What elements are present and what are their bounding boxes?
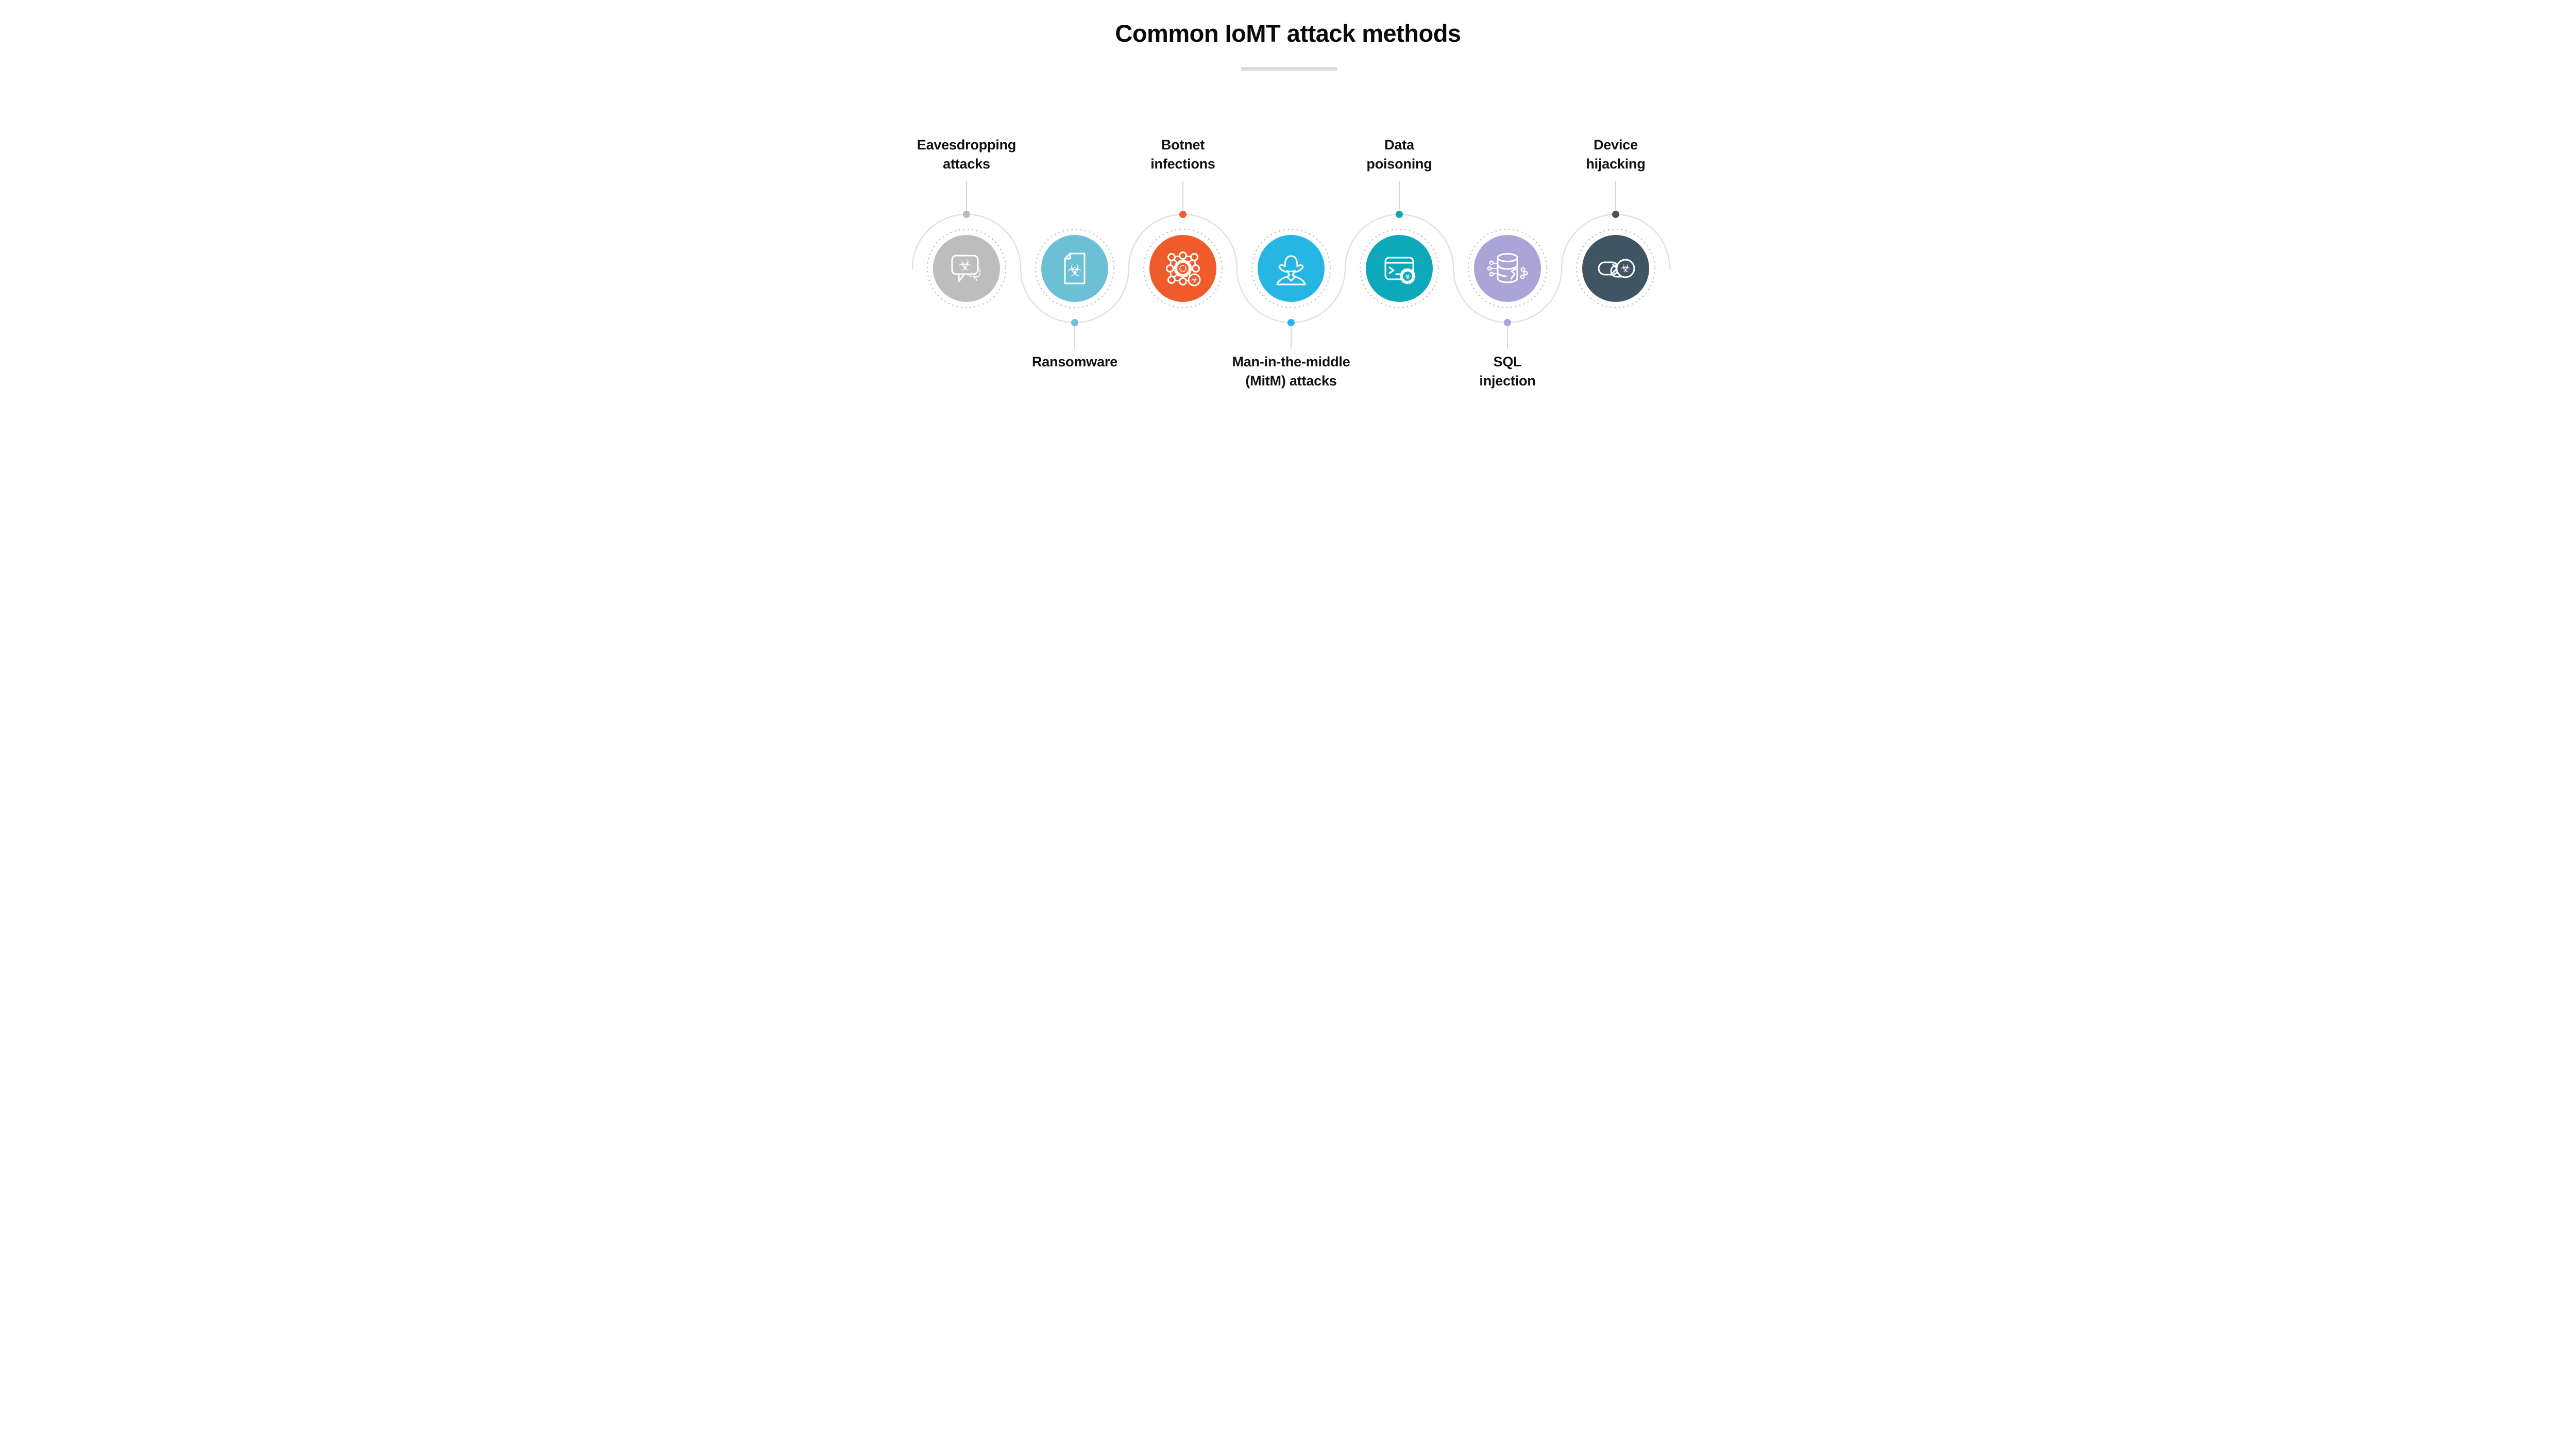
- timeline-dots: [963, 211, 1619, 326]
- label-line: Device: [1594, 137, 1638, 153]
- botnet-node: [1167, 276, 1176, 284]
- label-line: Botnet: [1161, 137, 1205, 153]
- terminal-prompt: [1388, 266, 1395, 274]
- label-line: Ransomware: [1031, 354, 1118, 369]
- timeline-dot: [1504, 319, 1511, 326]
- injection-dot: [1520, 274, 1525, 279]
- label-line: Man-in-the-middle: [1232, 354, 1350, 369]
- terminal-window: [1384, 257, 1414, 280]
- botnet-node: [1179, 277, 1187, 285]
- spy-hat-brim: [1278, 264, 1304, 273]
- gear-body: [1401, 270, 1414, 282]
- label-line: infections: [1150, 156, 1215, 172]
- database-body: [1497, 257, 1518, 283]
- botnet-node: [1166, 264, 1174, 273]
- label-line: Data: [1384, 137, 1414, 153]
- dotted-ring: [1035, 228, 1115, 309]
- label-line: injection: [1479, 373, 1536, 389]
- document-biohazard-icon: ☣: [1064, 252, 1086, 284]
- dotted-ring: [1467, 228, 1548, 309]
- speech-bubble-biohazard-icon: ☣: [951, 255, 980, 282]
- timeline-dot: [1071, 319, 1078, 326]
- label-botnet-infections: Botnet infections: [1095, 136, 1270, 174]
- injection-dots: [1487, 260, 1528, 279]
- injection-dot: [1489, 260, 1494, 265]
- gear-teeth: [1399, 268, 1416, 284]
- label-line: hijacking: [1586, 156, 1646, 172]
- injection-dot: [1523, 271, 1528, 276]
- botnet-network-icon: ☣: [1166, 251, 1201, 287]
- label-line: (MitM) attacks: [1245, 373, 1337, 389]
- database-injection-icon: [1487, 253, 1528, 283]
- injection-dot: [1489, 272, 1494, 277]
- biohazard-glyph: ☣: [1067, 260, 1082, 280]
- timeline-dot: [1287, 319, 1295, 326]
- page-title: Common IoMT attack methods: [1115, 20, 1461, 47]
- spy-collar: [1286, 271, 1296, 282]
- botnet-infected-node: [1188, 273, 1201, 287]
- botnet-gear-core: [1179, 265, 1187, 272]
- database-crack: [1510, 267, 1518, 280]
- item-circle-ransomware: [1041, 235, 1108, 302]
- terminal-biohazard-gear-icon: ☣: [1384, 257, 1416, 284]
- spy-hat-crown: [1284, 255, 1298, 267]
- document-outline: [1064, 252, 1086, 284]
- dotted-ring: [1251, 228, 1331, 309]
- timeline-dot: [963, 211, 970, 218]
- dotted-ring: [1575, 228, 1656, 309]
- item-circle-device-hijacking: [1582, 235, 1649, 302]
- timeline-dot: [1179, 211, 1187, 218]
- database-band-1: [1497, 264, 1518, 270]
- biohazard-glyph: ☣: [958, 257, 972, 275]
- biohazard-glyph: ☣: [1620, 262, 1631, 275]
- biohazard-badge: [1616, 259, 1635, 278]
- spy-icon: [1276, 255, 1306, 285]
- infographic-stage: Common IoMT attack methods: [884, 0, 1692, 454]
- speech-bubble-tail: [958, 273, 965, 282]
- botnet-node: [1192, 264, 1200, 273]
- injection-dot: [1520, 267, 1526, 272]
- label-line: Eavesdropping: [917, 137, 1016, 153]
- item-circle-data-poisoning: [1366, 235, 1433, 302]
- label-line: SQL: [1493, 354, 1522, 369]
- spy-shoulders: [1276, 276, 1306, 285]
- label-ransomware: Ransomware: [987, 352, 1162, 372]
- database-band-2: [1497, 271, 1507, 277]
- botnet-gear-teeth: [1174, 259, 1192, 278]
- label-data-poisoning: Data poisoning: [1312, 136, 1487, 174]
- botnet-node: [1167, 253, 1176, 261]
- botnet-node: [1179, 251, 1187, 260]
- botnet-node: [1190, 253, 1198, 261]
- dotted-ring: [1359, 228, 1439, 309]
- botnet-gear-body: [1176, 261, 1190, 276]
- label-device-hijacking: Device hijacking: [1528, 136, 1692, 174]
- title-divider-bar: [1241, 67, 1337, 71]
- connector-lines: [966, 181, 1616, 349]
- label-sql-injection: SQL injection: [1420, 352, 1595, 391]
- dotted-rings: [926, 228, 1656, 309]
- broken-chain-biohazard-icon: ☣: [1598, 259, 1635, 278]
- item-circle-mitm: [1258, 235, 1325, 302]
- document-fold: [1064, 252, 1071, 260]
- dashed-speech-bubble-tail: [973, 276, 977, 281]
- item-circles: [933, 235, 1649, 302]
- label-line: attacks: [943, 156, 990, 172]
- timeline-dot: [1396, 211, 1403, 218]
- timeline-dot: [1612, 211, 1619, 218]
- label-mitm-attacks: Man-in-the-middle (MitM) attacks: [1204, 352, 1379, 391]
- timeline-canvas: ☣ ☣ ☣: [911, 181, 1671, 349]
- biohazard-glyph: ☣: [1404, 272, 1411, 281]
- label-line: poisoning: [1366, 156, 1432, 172]
- dotted-ring: [926, 228, 1007, 309]
- label-eavesdropping-attacks: Eavesdropping attacks: [884, 136, 1054, 174]
- dotted-ring: [1143, 228, 1223, 309]
- biohazard-glyph: ☣: [1191, 276, 1197, 285]
